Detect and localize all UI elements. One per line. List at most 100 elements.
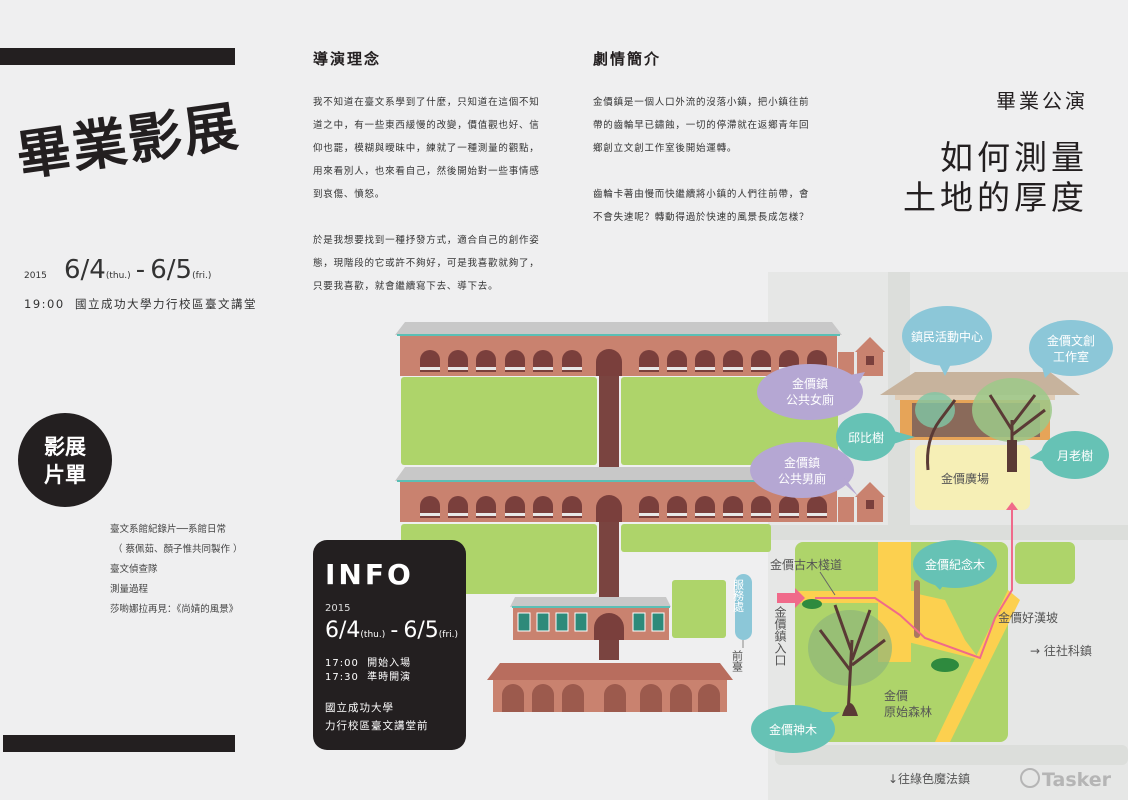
arch-window — [779, 496, 799, 518]
svg-text:金價鎮: 金價鎮 — [792, 376, 828, 391]
svg-text:鎮民活動中心: 鎮民活動中心 — [911, 329, 983, 344]
boardwalk-pointer — [819, 571, 836, 596]
schedule-item: 17:00 開始入場 — [325, 658, 412, 669]
day-start: (thu.) — [105, 271, 131, 281]
arch-window — [723, 496, 743, 518]
corridor — [599, 375, 619, 660]
bubble-cupid-tree: 邱比樹 — [836, 413, 915, 461]
event-time: 19:00 — [24, 297, 65, 311]
window-rail — [639, 367, 659, 370]
synopsis-text: 金價鎮是一個人口外流的沒落小鎮，把小鎮往前帶的齒輪早已鏽蝕，一切的停滯就在返鄉青… — [593, 91, 813, 229]
window-rail — [695, 367, 715, 370]
svg-text:金價神木: 金價神木 — [769, 722, 817, 737]
bubble-activity-center: 鎮民活動中心 — [902, 306, 992, 376]
window-rail — [448, 367, 468, 370]
front-hall — [487, 663, 733, 712]
lawn — [401, 377, 597, 465]
arch-window — [639, 350, 659, 372]
film-item: 臺文偵查隊 — [110, 564, 158, 575]
arch-window — [562, 350, 582, 372]
window-rail — [667, 367, 687, 370]
window — [536, 612, 550, 632]
lawn — [621, 377, 838, 465]
center-arch — [596, 495, 622, 522]
entrance-label: 金價鎮入口 — [773, 605, 787, 666]
performance-title: 如何測量 土地的厚度 — [903, 138, 1088, 218]
info-dash: - — [390, 618, 399, 643]
road-horizontal — [768, 525, 1128, 540]
venue-line-1: 國立成功大學 — [325, 702, 394, 714]
svg-text:金價文創: 金價文創 — [1047, 333, 1095, 348]
arch-window — [533, 350, 553, 372]
window-rail — [639, 513, 659, 516]
arch-window — [751, 496, 771, 518]
bubble-sacred-tree: 金價神木 — [751, 705, 840, 753]
badge-line-1: 影展 — [44, 435, 86, 459]
synopsis-heading: 劇情簡介 — [593, 50, 662, 68]
window-rail — [533, 513, 553, 516]
info-date-start: 6/4 — [325, 618, 361, 643]
window-rail — [448, 513, 468, 516]
window — [555, 612, 569, 632]
small-house — [838, 337, 885, 522]
center-arch — [596, 349, 622, 376]
exhibition-title: 畢業影展 — [12, 94, 244, 189]
arch-window — [505, 496, 525, 518]
arch-window — [533, 496, 553, 518]
director-paragraph: 我不知道在臺文系學到了什麼，只知道在這個不知道之中，有一些東西緩慢的改變，價值觀… — [313, 97, 540, 200]
watermark: Tasker — [1042, 769, 1112, 791]
lawn — [672, 580, 726, 638]
plaza — [915, 445, 1030, 510]
director-statement: 我不知道在臺文系學到了什麼，只知道在這個不知道之中，有一些東西緩慢的改變，價值觀… — [313, 91, 545, 298]
window-rail — [562, 513, 582, 516]
info-venue: 國立成功大學 力行校區臺文講堂前 — [325, 699, 454, 735]
date-end: 6/5 — [150, 255, 193, 285]
performance-label: 畢業公演 — [996, 89, 1088, 113]
to-green-town-label: ↓往綠色魔法鎮 — [888, 771, 970, 786]
svg-text:公共男廁: 公共男廁 — [778, 471, 826, 486]
bubble-womens-restroom: 金價鎮 公共女廁 — [757, 364, 865, 420]
window-rail — [807, 513, 827, 516]
svg-text:邱比樹: 邱比樹 — [848, 431, 884, 445]
window-rail — [420, 513, 440, 516]
hall-arch — [502, 684, 524, 712]
film-list-badge: 影展 片單 — [18, 413, 112, 507]
bubble-mens-restroom: 金價鎮 公共男廁 — [750, 442, 858, 498]
hall-arch — [640, 684, 662, 712]
route-line — [815, 510, 1013, 660]
window-rail — [420, 367, 440, 370]
boardwalk-label: 金價古木棧道 — [770, 557, 842, 572]
schedule-item: 17:30 準時開演 — [325, 672, 412, 683]
arch-window — [807, 496, 827, 518]
date-start: 6/4 — [64, 255, 106, 285]
window-rail — [779, 367, 799, 370]
to-social-town-label: → 往社科鎮 — [1030, 643, 1092, 658]
svg-text:金價鎮: 金價鎮 — [784, 455, 820, 470]
top-bar — [0, 48, 235, 65]
slope-label: 金價好漢坡 — [998, 610, 1058, 625]
hall-arch — [562, 684, 584, 712]
window-rail — [751, 367, 771, 370]
window-rail — [476, 513, 496, 516]
bottom-bar — [3, 735, 235, 752]
arch-window — [448, 496, 468, 518]
film-item: （ 蔡佩茹、顏子惟共同製作 ） — [113, 544, 243, 555]
title-line-2: 土地的厚度 — [903, 178, 1088, 217]
road-vertical — [888, 272, 910, 532]
window-rail — [695, 513, 715, 516]
synopsis-paragraph: 金價鎮是一個人口外流的沒落小鎮，把小鎮往前帶的齒輪早已鏽蝕，一切的停滯就在返鄉青… — [593, 97, 810, 154]
arch-window — [779, 350, 799, 372]
window-rail — [779, 513, 799, 516]
window-rail — [751, 513, 771, 516]
forest-park — [795, 542, 1008, 742]
window-rail — [667, 513, 687, 516]
window-rail — [723, 513, 743, 516]
cupid-tree — [915, 392, 957, 471]
window-rail — [807, 367, 827, 370]
date-dash: - — [135, 255, 146, 285]
arch-window — [667, 350, 687, 372]
route-arrow-up — [1006, 502, 1018, 510]
road-bottom — [775, 745, 1128, 765]
director-heading: 導演理念 — [313, 50, 382, 68]
window-rail — [533, 367, 553, 370]
